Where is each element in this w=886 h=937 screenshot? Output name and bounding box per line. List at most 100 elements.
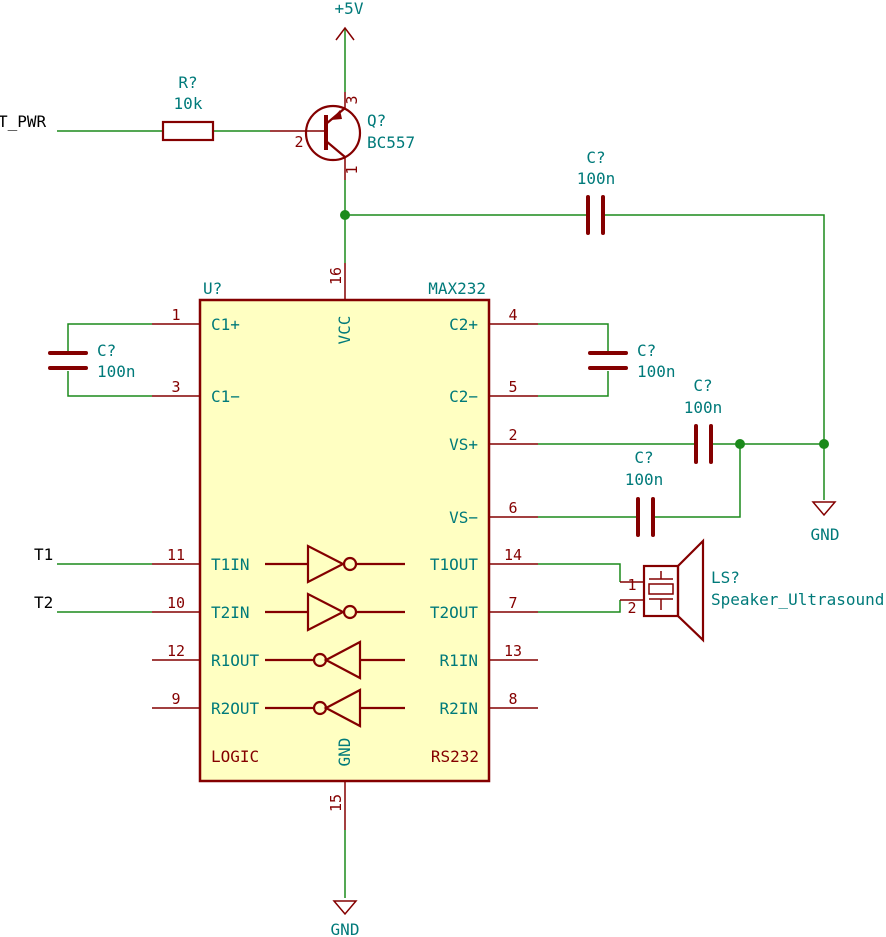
vcc-symbol: +5V <box>335 0 364 41</box>
transistor-icon <box>304 104 362 162</box>
cap-vsm-value: 100n <box>625 470 664 489</box>
capacitor-vsm: C? 100n <box>625 448 664 537</box>
net-label-t-pwr: T_PWR <box>0 112 47 131</box>
cap-c1-value: 100n <box>97 362 136 381</box>
speaker-crystal <box>648 583 674 595</box>
pin-name-c1m: C1− <box>211 387 240 406</box>
pin-num-c2m: 5 <box>508 378 517 396</box>
transistor-pin-c: 1 <box>343 165 361 174</box>
wire-c2p <box>538 323 609 351</box>
cap-vsm-ref: C? <box>634 448 653 467</box>
ground-icon <box>811 501 837 517</box>
pin-name-t2out: T2OUT <box>430 603 479 622</box>
capacitor-top: C? 100n <box>577 148 616 235</box>
pin-num-vsm: 6 <box>508 499 517 517</box>
pin-num-vcc: 16 <box>327 267 345 285</box>
pin-num-t2out: 7 <box>508 594 517 612</box>
pin-name-c2p: C2+ <box>449 315 478 334</box>
chip-value: MAX232 <box>428 279 486 298</box>
cap-c2-ref: C? <box>637 341 656 360</box>
transistor-ref: Q? <box>367 111 386 130</box>
vcc-arrow-icon <box>335 26 355 41</box>
pin-name-r1out: R1OUT <box>211 651 260 670</box>
cap-c1-ref: C? <box>97 341 116 360</box>
net-label-t2: T2 <box>34 593 53 612</box>
wire-t1out-speaker <box>538 563 621 582</box>
pin-name-c2m: C2− <box>449 387 478 406</box>
wire-c2m <box>538 371 609 397</box>
pin-name-r1in: R1IN <box>439 651 478 670</box>
pin-num-t1in: 11 <box>167 546 185 564</box>
pin-name-vsm: VS− <box>449 508 478 527</box>
pin-num-vsp: 2 <box>508 426 517 444</box>
inverter-icon <box>323 688 362 728</box>
pin-num-gnd: 15 <box>327 794 345 812</box>
resistor-r: R? 10k <box>161 73 215 142</box>
chip-rs232-label: RS232 <box>431 747 479 766</box>
speaker-pin2: 2 <box>627 599 636 617</box>
cap-vsp-value: 100n <box>684 398 723 417</box>
inverter-icon <box>306 544 346 584</box>
wire-t2out-speaker <box>538 600 621 613</box>
wire-vsm-right <box>653 444 741 518</box>
gnd-symbol-bottom: GND <box>331 900 360 937</box>
driver-t1 <box>265 544 405 584</box>
pin-name-vsp: VS+ <box>449 435 478 454</box>
transistor-q: 2 3 1 Q? BC557 <box>270 92 415 180</box>
pin-name-r2in: R2IN <box>439 699 478 718</box>
pin-num-t1out: 14 <box>504 546 522 564</box>
chip-body <box>198 298 491 783</box>
transistor-pin-b: 2 <box>294 133 303 151</box>
net-label-t1: T1 <box>34 545 53 564</box>
cap-vsp-ref: C? <box>693 376 712 395</box>
pin-num-c2p: 4 <box>508 306 517 324</box>
wire-c1m <box>67 371 152 397</box>
pin-num-c1p: 1 <box>171 306 180 324</box>
pin-name-t1out: T1OUT <box>430 555 479 574</box>
chip-logic-label: LOGIC <box>211 747 259 766</box>
capacitor-c2: C? 100n <box>588 341 676 381</box>
pin-name-t2in: T2IN <box>211 603 250 622</box>
pin-name-r2out: R2OUT <box>211 699 260 718</box>
resistor-icon <box>161 120 215 142</box>
transistor-value: BC557 <box>367 133 415 152</box>
wire-top-cap-right <box>604 214 825 500</box>
speaker-value: Speaker_Ultrasound <box>711 590 884 609</box>
driver-t2 <box>265 592 405 632</box>
resistor-ref: R? <box>178 73 197 92</box>
junction-vsp <box>735 439 745 449</box>
junction-collector <box>340 210 350 220</box>
receiver-r1 <box>265 640 405 680</box>
pin-num-c1m: 3 <box>171 378 180 396</box>
pin-num-r2out: 9 <box>171 690 180 708</box>
pin-num-r1in: 13 <box>504 642 522 660</box>
chip-ref: U? <box>203 279 222 298</box>
cap-c2-value: 100n <box>637 362 676 381</box>
chip-vcc-label: VCC <box>335 316 354 345</box>
speaker-cone <box>676 538 705 643</box>
receiver-r2 <box>265 688 405 728</box>
cap-top-ref: C? <box>586 148 605 167</box>
wires <box>57 28 825 898</box>
gnd-symbol-right: GND <box>811 501 840 544</box>
inverter-icon <box>323 640 362 680</box>
vcc-label: +5V <box>335 0 364 18</box>
pin-name-t1in: T1IN <box>211 555 250 574</box>
speaker-pin1: 1 <box>627 576 636 594</box>
chip-max232: U? MAX232 VCC GND LOGIC RS232 C1+ C1− T1… <box>152 263 538 830</box>
junction-gnd <box>819 439 829 449</box>
cap-top-value: 100n <box>577 169 616 188</box>
transistor-arrow-icon <box>331 110 342 120</box>
capacitor-vsp: C? 100n <box>684 376 723 464</box>
chip-gnd-label: GND <box>335 738 354 767</box>
inverter-icon <box>306 592 346 632</box>
ground-icon <box>332 900 358 916</box>
speaker-ls: 1 2 LS? Speaker_Ultrasound <box>620 538 884 643</box>
gnd-label-bottom: GND <box>331 920 360 937</box>
pin-num-r2in: 8 <box>508 690 517 708</box>
pin-num-r1out: 12 <box>167 642 185 660</box>
gnd-label-right: GND <box>811 525 840 544</box>
wire-c1p <box>67 323 152 351</box>
speaker-ref: LS? <box>711 568 740 587</box>
